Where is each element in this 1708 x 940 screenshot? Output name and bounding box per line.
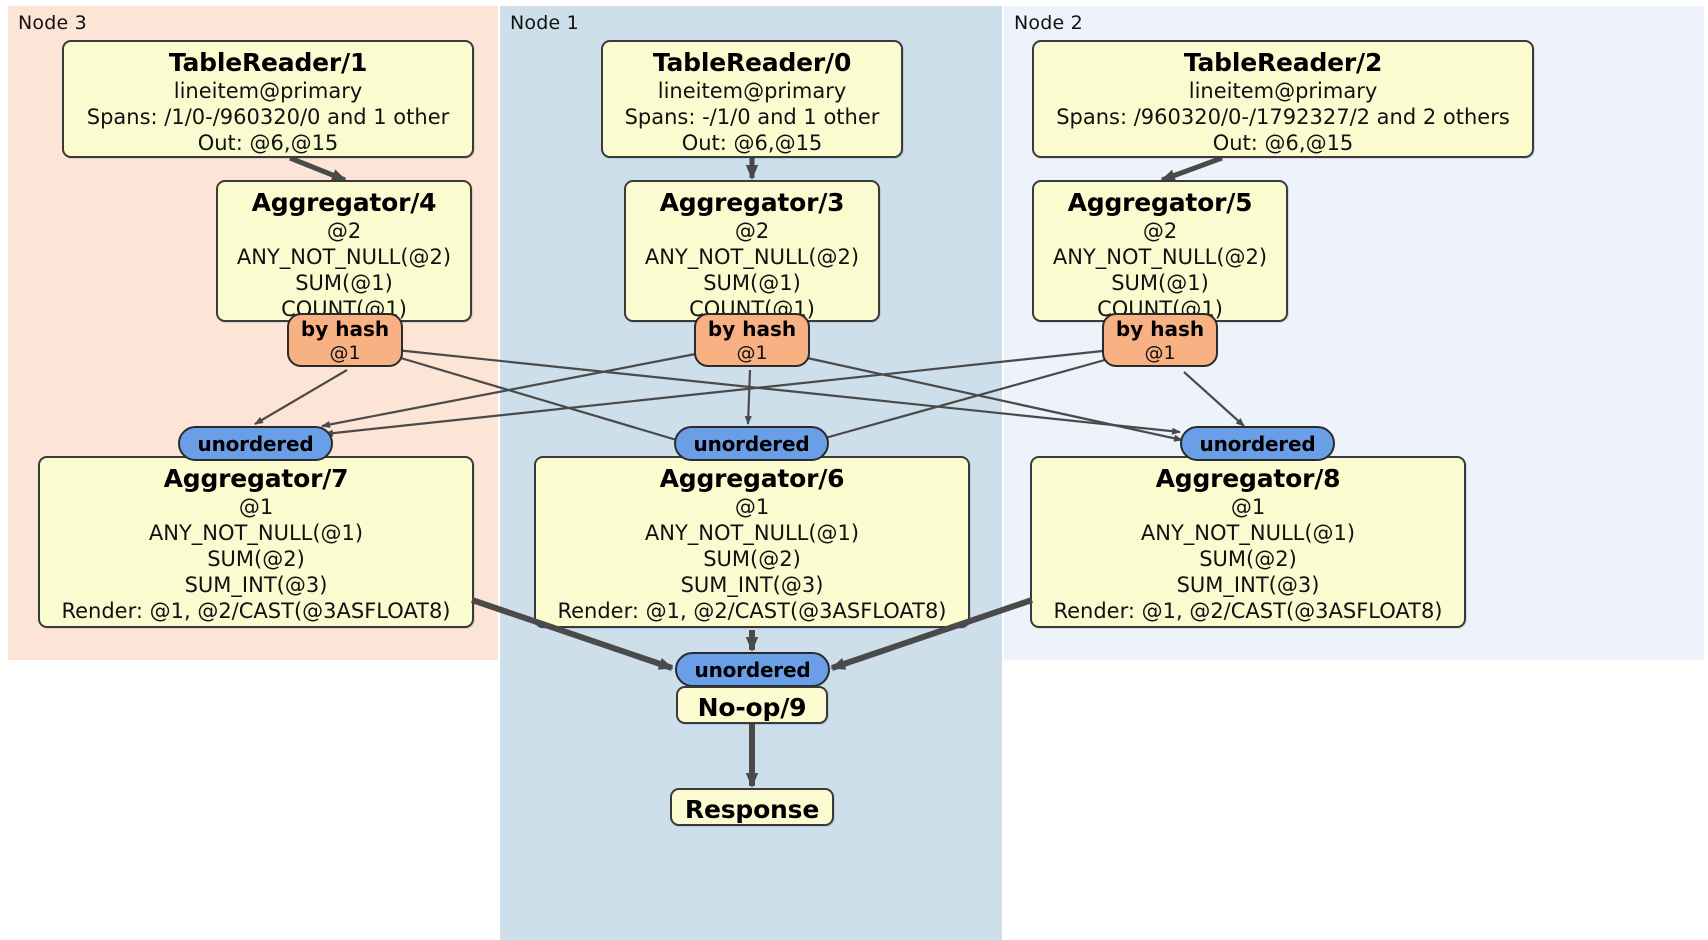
processor-line: SUM_INT(@3) [184,573,328,597]
processor-line: Render: @1, @2/CAST(@3ASFLOAT8) [61,599,451,623]
processor-line: Spans: /1/0-/960320/0 and 1 other [86,105,450,129]
badge-type-label: by hash [707,317,797,341]
processor-line: lineitem@primary [173,79,363,103]
badge-column-label: @1 [736,342,768,364]
badge-label: unordered [197,431,314,456]
processor-line: @2 [1142,219,1178,243]
stream-badge-unordered-center[interactable]: unordered [674,426,829,461]
processor-line: ANY_NOT_NULL(@1) [148,521,364,545]
processor-line: SUM_INT(@3) [680,573,824,597]
processor-line: @1 [734,495,770,519]
stream-badge-by-hash-left[interactable]: by hash @1 [287,313,403,367]
processor-line: @2 [326,219,362,243]
badge-label: unordered [694,657,811,682]
processor-line: Out: @6,@15 [681,131,823,155]
processor-line: SUM(@2) [703,547,801,571]
processor-line: SUM(@1) [703,271,801,295]
processor-title: Aggregator/8 [1155,464,1341,493]
badge-column-label: @1 [329,342,361,364]
processor-line: ANY_NOT_NULL(@1) [644,521,860,545]
processor-title: TableReader/0 [652,48,852,77]
processor-line: SUM_INT(@3) [1176,573,1320,597]
processor-aggregator5[interactable]: Aggregator/5 @2 ANY_NOT_NULL(@2) SUM(@1)… [1032,180,1288,322]
processor-tablereader1[interactable]: TableReader/1 lineitem@primary Spans: /1… [62,40,474,158]
processor-line: lineitem@primary [657,79,847,103]
processor-tablereader2[interactable]: TableReader/2 lineitem@primary Spans: /9… [1032,40,1534,158]
processor-line: SUM(@2) [207,547,305,571]
processor-line: @2 [734,219,770,243]
node-panel-label-node3: Node 3 [18,12,87,34]
processor-title: Aggregator/6 [659,464,845,493]
processor-title: Aggregator/3 [659,188,845,217]
stream-badge-unordered-left[interactable]: unordered [178,426,333,461]
processor-response[interactable]: Response [670,788,834,826]
processor-line: @1 [1230,495,1266,519]
processor-aggregator8[interactable]: Aggregator/8 @1 ANY_NOT_NULL(@1) SUM(@2)… [1030,456,1466,628]
processor-line: ANY_NOT_NULL(@1) [1140,521,1356,545]
processor-line: SUM(@2) [1199,547,1297,571]
processor-line: ANY_NOT_NULL(@2) [1052,245,1268,269]
processor-line: lineitem@primary [1188,79,1378,103]
processor-line: Out: @6,@15 [197,131,339,155]
processor-title: Aggregator/5 [1067,188,1253,217]
processor-line: SUM(@1) [1111,271,1209,295]
processor-aggregator7[interactable]: Aggregator/7 @1 ANY_NOT_NULL(@1) SUM(@2)… [38,456,474,628]
processor-line: SUM(@1) [295,271,393,295]
badge-type-label: by hash [300,317,390,341]
processor-line: ANY_NOT_NULL(@2) [644,245,860,269]
node-panel-label-node2: Node 2 [1014,12,1083,34]
stream-badge-unordered-right[interactable]: unordered [1180,426,1335,461]
processor-line: Render: @1, @2/CAST(@3ASFLOAT8) [1053,599,1443,623]
badge-type-label: by hash [1115,317,1205,341]
processor-title: Aggregator/7 [163,464,349,493]
processor-title: TableReader/1 [168,48,368,77]
processor-title: TableReader/2 [1183,48,1383,77]
processor-title: No-op/9 [697,693,807,722]
badge-label: unordered [693,431,810,456]
processor-line: Out: @6,@15 [1212,131,1354,155]
processor-line: Render: @1, @2/CAST(@3ASFLOAT8) [557,599,947,623]
node-panel-label-node1: Node 1 [510,12,579,34]
stream-badge-by-hash-center[interactable]: by hash @1 [694,313,810,367]
stream-badge-by-hash-right[interactable]: by hash @1 [1102,313,1218,367]
processor-aggregator3[interactable]: Aggregator/3 @2 ANY_NOT_NULL(@2) SUM(@1)… [624,180,880,322]
processor-title: Response [684,795,820,824]
processor-line: Spans: -/1/0 and 1 other [624,105,880,129]
processor-aggregator4[interactable]: Aggregator/4 @2 ANY_NOT_NULL(@2) SUM(@1)… [216,180,472,322]
processor-aggregator6[interactable]: Aggregator/6 @1 ANY_NOT_NULL(@1) SUM(@2)… [534,456,970,628]
processor-line: ANY_NOT_NULL(@2) [236,245,452,269]
processor-noop9[interactable]: No-op/9 [676,686,828,724]
processor-title: Aggregator/4 [251,188,437,217]
processor-line: @1 [238,495,274,519]
badge-column-label: @1 [1144,342,1176,364]
processor-line: Spans: /960320/0-/1792327/2 and 2 others [1056,105,1510,129]
stream-badge-unordered-final[interactable]: unordered [675,652,830,687]
processor-tablereader0[interactable]: TableReader/0 lineitem@primary Spans: -/… [601,40,903,158]
badge-label: unordered [1199,431,1316,456]
